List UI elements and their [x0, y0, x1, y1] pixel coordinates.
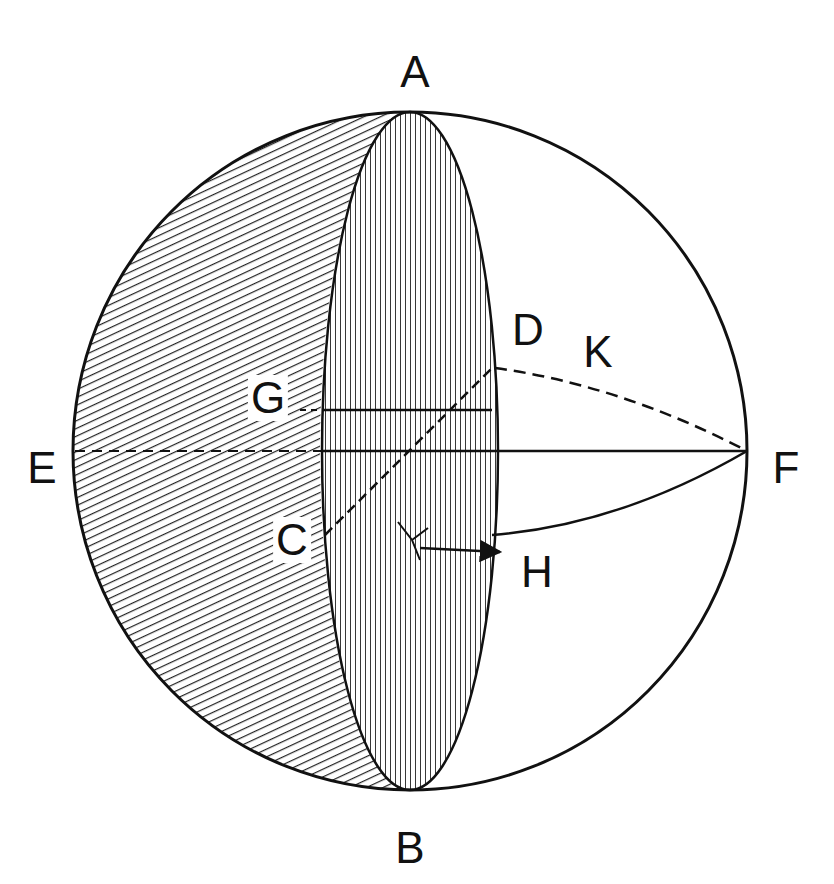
h-arrow [420, 548, 500, 552]
point-label: E [24, 445, 59, 491]
small-mark [398, 522, 428, 560]
solid-arc [492, 451, 747, 535]
axis-line [322, 450, 747, 453]
point-label: C [273, 517, 311, 563]
point-label: G [248, 375, 288, 421]
axis-dashed [75, 450, 322, 452]
point-label: K [580, 329, 615, 375]
point-label: D [509, 307, 547, 353]
diagonal-line [325, 368, 492, 535]
point-label: B [392, 825, 427, 871]
g-line [300, 409, 322, 411]
g-line [322, 409, 492, 412]
point-label: F [770, 445, 803, 491]
dashed-arc [495, 368, 747, 451]
point-label: A [397, 49, 432, 95]
sphere-outline [73, 112, 747, 790]
point-label: H [518, 549, 556, 595]
